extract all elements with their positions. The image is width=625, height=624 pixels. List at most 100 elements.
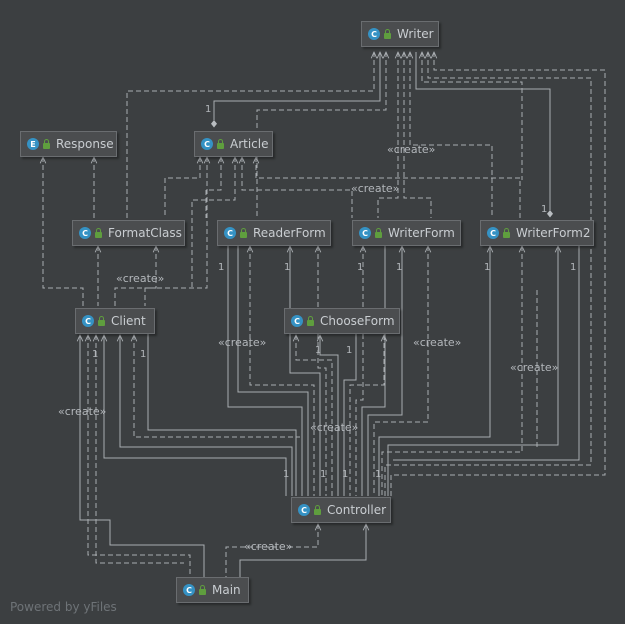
edge-writerform2-controller xyxy=(378,246,490,496)
edge-label-create: «create» xyxy=(387,143,436,156)
edge-writer-controller-b xyxy=(390,52,606,496)
class-icon: C xyxy=(79,227,91,239)
edge-readerform-controller-b xyxy=(237,246,309,496)
node-readerform[interactable]: C ReaderForm xyxy=(217,220,331,246)
class-icon: C xyxy=(298,504,310,516)
lock-icon xyxy=(384,28,391,39)
edge-label-create: «create» xyxy=(218,336,267,349)
node-chooseform-label: ChooseForm xyxy=(320,314,395,328)
node-controller-label: Controller xyxy=(327,503,387,517)
class-icon: C xyxy=(82,315,94,327)
class-icon: C xyxy=(359,227,371,239)
edge-chooseform-controller xyxy=(296,335,333,496)
multiplicity-label: 1 xyxy=(357,262,364,273)
multiplicity-label: 1 xyxy=(283,469,290,480)
edge-writerform2-controller-e xyxy=(393,238,582,461)
node-writer[interactable]: C Writer xyxy=(361,21,439,47)
edge-writer-writerform2-b xyxy=(410,52,493,218)
edge-label-create: «create» xyxy=(116,272,165,285)
edge-writerform-controller-d xyxy=(373,246,428,496)
lock-icon xyxy=(199,584,206,595)
lock-icon xyxy=(307,315,314,326)
node-formatclass[interactable]: C FormatClass xyxy=(72,220,185,246)
multiplicity-label: 1 xyxy=(140,349,147,360)
edge-label-create: «create» xyxy=(510,361,559,374)
class-icon: C xyxy=(201,138,213,150)
edge-chooseform-controller-b xyxy=(320,335,339,496)
node-writerform2[interactable]: C WriterForm2 xyxy=(480,220,594,246)
edge-label-create: «create» xyxy=(351,182,400,195)
edge-article-readerform xyxy=(205,157,221,218)
edge-chooseform-controller-c xyxy=(343,327,359,496)
class-icon: C xyxy=(368,28,380,40)
edge-controller-main xyxy=(225,524,318,578)
multiplicity-label: 1 xyxy=(541,204,548,215)
node-main[interactable]: C Main xyxy=(176,577,249,603)
class-icon: C xyxy=(487,227,499,239)
edge-writer-main xyxy=(422,52,523,180)
multiplicity-label: 1 xyxy=(205,104,212,115)
multiplicity-label: 1 xyxy=(218,262,225,273)
multiplicity-label: 1 xyxy=(375,469,382,480)
edge-writer-formatclass xyxy=(126,52,374,218)
node-writerform-label: WriterForm xyxy=(388,226,455,240)
edge-formatclass-client-b xyxy=(114,246,156,306)
node-writerform2-label: WriterForm2 xyxy=(516,226,591,240)
lock-icon xyxy=(314,504,321,515)
multiplicity-label: 1 xyxy=(342,469,349,480)
class-icon: C xyxy=(183,584,195,596)
edge-writer-writerform xyxy=(377,52,398,218)
node-client[interactable]: C Client xyxy=(75,308,155,334)
node-readerform-label: ReaderForm xyxy=(253,226,326,240)
edge-client-main-c xyxy=(96,335,184,564)
edge-writerform2-controller-b xyxy=(381,246,522,496)
lock-icon xyxy=(217,138,224,149)
node-controller[interactable]: C Controller xyxy=(291,497,391,523)
edge-client-controller-c xyxy=(134,335,300,438)
edge-article-formatclass xyxy=(164,157,200,218)
multiplicity-label: 1 xyxy=(570,262,577,273)
edge-client-main-b xyxy=(88,335,191,578)
multiplicity-label: 1 xyxy=(315,345,322,356)
multiplicity-label: 1 xyxy=(396,262,403,273)
node-response-label: Response xyxy=(56,137,114,151)
edge-client-controller-d xyxy=(104,335,287,496)
node-article-label: Article xyxy=(230,137,269,151)
edge-label-create: «create» xyxy=(58,405,107,418)
edge-writer-writerform2 xyxy=(415,52,553,218)
node-client-label: Client xyxy=(111,314,146,328)
edge-article-client xyxy=(144,157,207,306)
edge-response-client xyxy=(43,157,84,306)
node-formatclass-label: FormatClass xyxy=(108,226,182,240)
lock-icon xyxy=(43,138,50,149)
edge-chooseform-controller-d xyxy=(349,335,384,496)
edge-label-create: «create» xyxy=(244,540,293,553)
node-article[interactable]: C Article xyxy=(194,131,273,157)
multiplicity-label: 1 xyxy=(92,349,99,360)
edge-article-writer xyxy=(214,52,380,120)
lock-icon xyxy=(240,227,247,238)
footer-credit: Powered by yFiles xyxy=(10,600,117,614)
edge-label-create: «create» xyxy=(413,336,462,349)
edge-article-client-b xyxy=(191,157,235,288)
edge-client-main xyxy=(80,335,205,578)
edge-writerform2-controller-d xyxy=(387,246,558,496)
lock-icon xyxy=(95,227,102,238)
node-chooseform[interactable]: C ChooseForm xyxy=(284,308,400,334)
multiplicity-label: 1 xyxy=(320,469,327,480)
edge-readerform-controller-d xyxy=(290,246,321,496)
edge-writer-readerform xyxy=(256,52,386,218)
edge-readerform-controller-c xyxy=(250,246,315,496)
enum-icon: E xyxy=(27,138,39,150)
node-writerform[interactable]: C WriterForm xyxy=(352,220,461,246)
node-response[interactable]: E Response xyxy=(20,131,117,157)
edge-label-create: «create» xyxy=(310,421,359,434)
lock-icon xyxy=(375,227,382,238)
node-main-label: Main xyxy=(212,583,241,597)
lock-icon xyxy=(503,227,510,238)
class-icon: C xyxy=(224,227,236,239)
edge-client-controller xyxy=(145,327,297,496)
multiplicity-label: 1 xyxy=(284,262,291,273)
edge-article-writerform xyxy=(242,157,353,218)
edge-readerform-controller xyxy=(225,238,303,496)
